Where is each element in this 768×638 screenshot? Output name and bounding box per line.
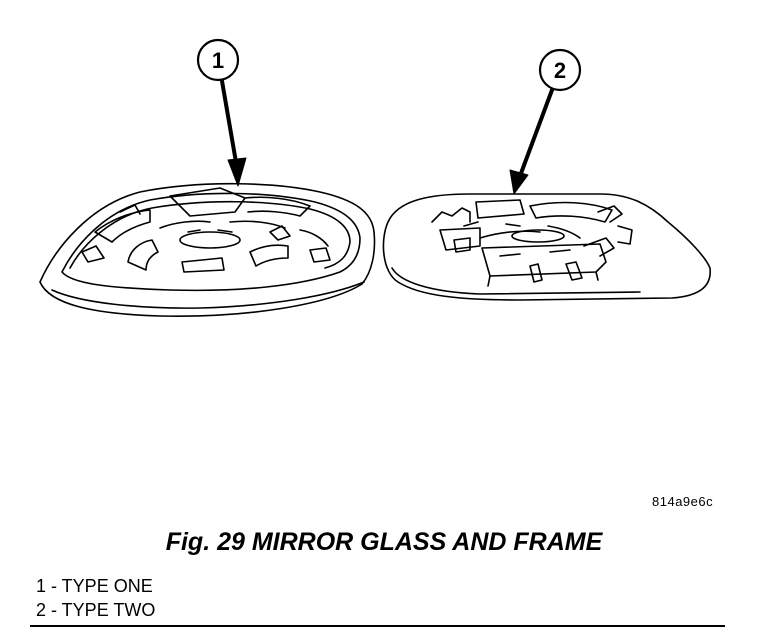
legend-item-type-one: 1 - TYPE ONE <box>36 576 153 596</box>
legend-item-type-two: 2 - TYPE TWO <box>36 600 156 620</box>
mirror-illustration: 1 2 <box>39 38 711 317</box>
callout-2-arrowhead <box>509 169 529 195</box>
bottom-rule <box>30 625 725 627</box>
legend: 1 - TYPE ONE 2 - TYPE TWO <box>36 574 155 622</box>
mirror-type-one <box>39 182 376 317</box>
mirror-type-two <box>382 193 711 301</box>
figure-caption: Fig. 29 MIRROR GLASS AND FRAME <box>165 528 603 556</box>
callout-1-number: 1 <box>212 48 224 73</box>
callout-2 <box>518 48 582 178</box>
callout-2-number: 2 <box>554 58 566 83</box>
callout-1 <box>196 38 240 170</box>
figure-code: 814a9e6c <box>652 494 714 509</box>
callout-1-arrowhead <box>227 157 247 187</box>
